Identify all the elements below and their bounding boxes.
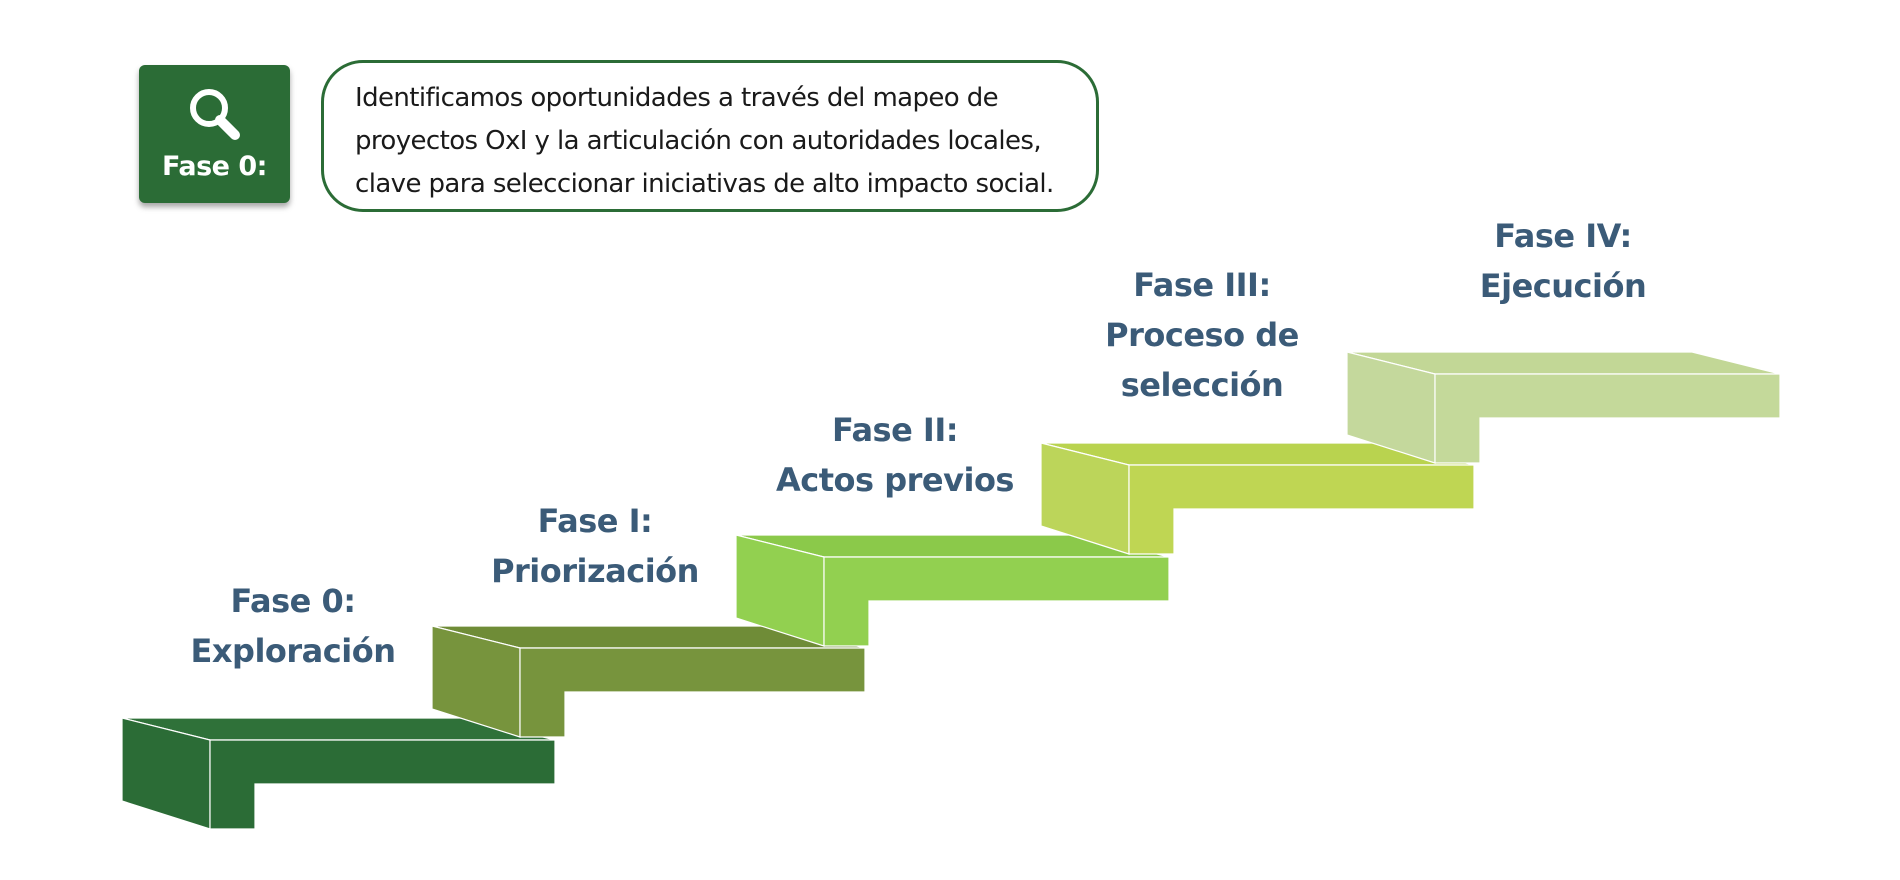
step-front-face — [823, 556, 1170, 647]
callout-line: proyectos OxI y la articulación con auto… — [355, 126, 1042, 156]
step-front-face — [519, 647, 866, 738]
step-fase-i — [431, 625, 866, 738]
phase-label-fase-0: Fase 0: Exploración — [191, 582, 396, 670]
phase-label-fase-i: Fase I: Priorización — [491, 502, 699, 590]
step-fase-ii — [735, 534, 1170, 647]
phase-description-callout: Identificamos oportunidades a través del… — [321, 60, 1099, 212]
callout-line: clave para seleccionar iniciativas de al… — [355, 169, 1054, 199]
badge-label: Fase 0: — [162, 151, 267, 182]
phase-label-fase-ii: Fase II: Actos previos — [776, 411, 1014, 499]
phase-label-fase-iii: Fase III: Proceso de selección — [1105, 266, 1299, 404]
step-front-face — [209, 739, 556, 830]
step-front-face — [1128, 464, 1475, 555]
phase-name: Ejecución — [1480, 267, 1646, 305]
step-fase-0 — [121, 717, 556, 830]
phase-label-fase-iv: Fase IV: Ejecución — [1480, 217, 1646, 305]
search-icon — [185, 85, 245, 145]
phase-title: Fase III: — [1133, 266, 1270, 304]
phase-title: Fase 0: — [230, 582, 355, 620]
phase-name: selección — [1121, 366, 1284, 404]
phase-badge: Fase 0: — [139, 65, 290, 203]
step-front-face — [1434, 373, 1781, 464]
callout-line: Identificamos oportunidades a través del… — [355, 83, 999, 113]
step-fase-iv — [1346, 351, 1781, 464]
phase-title: Fase II: — [832, 411, 958, 449]
phase-name: Priorización — [491, 552, 699, 590]
phase-name: Actos previos — [776, 461, 1014, 499]
phase-title: Fase IV: — [1494, 217, 1632, 255]
step-fase-iii — [1040, 442, 1475, 555]
phase-title: Fase I: — [538, 502, 653, 540]
phase-name: Exploración — [191, 632, 396, 670]
phase-name: Proceso de — [1105, 316, 1299, 354]
